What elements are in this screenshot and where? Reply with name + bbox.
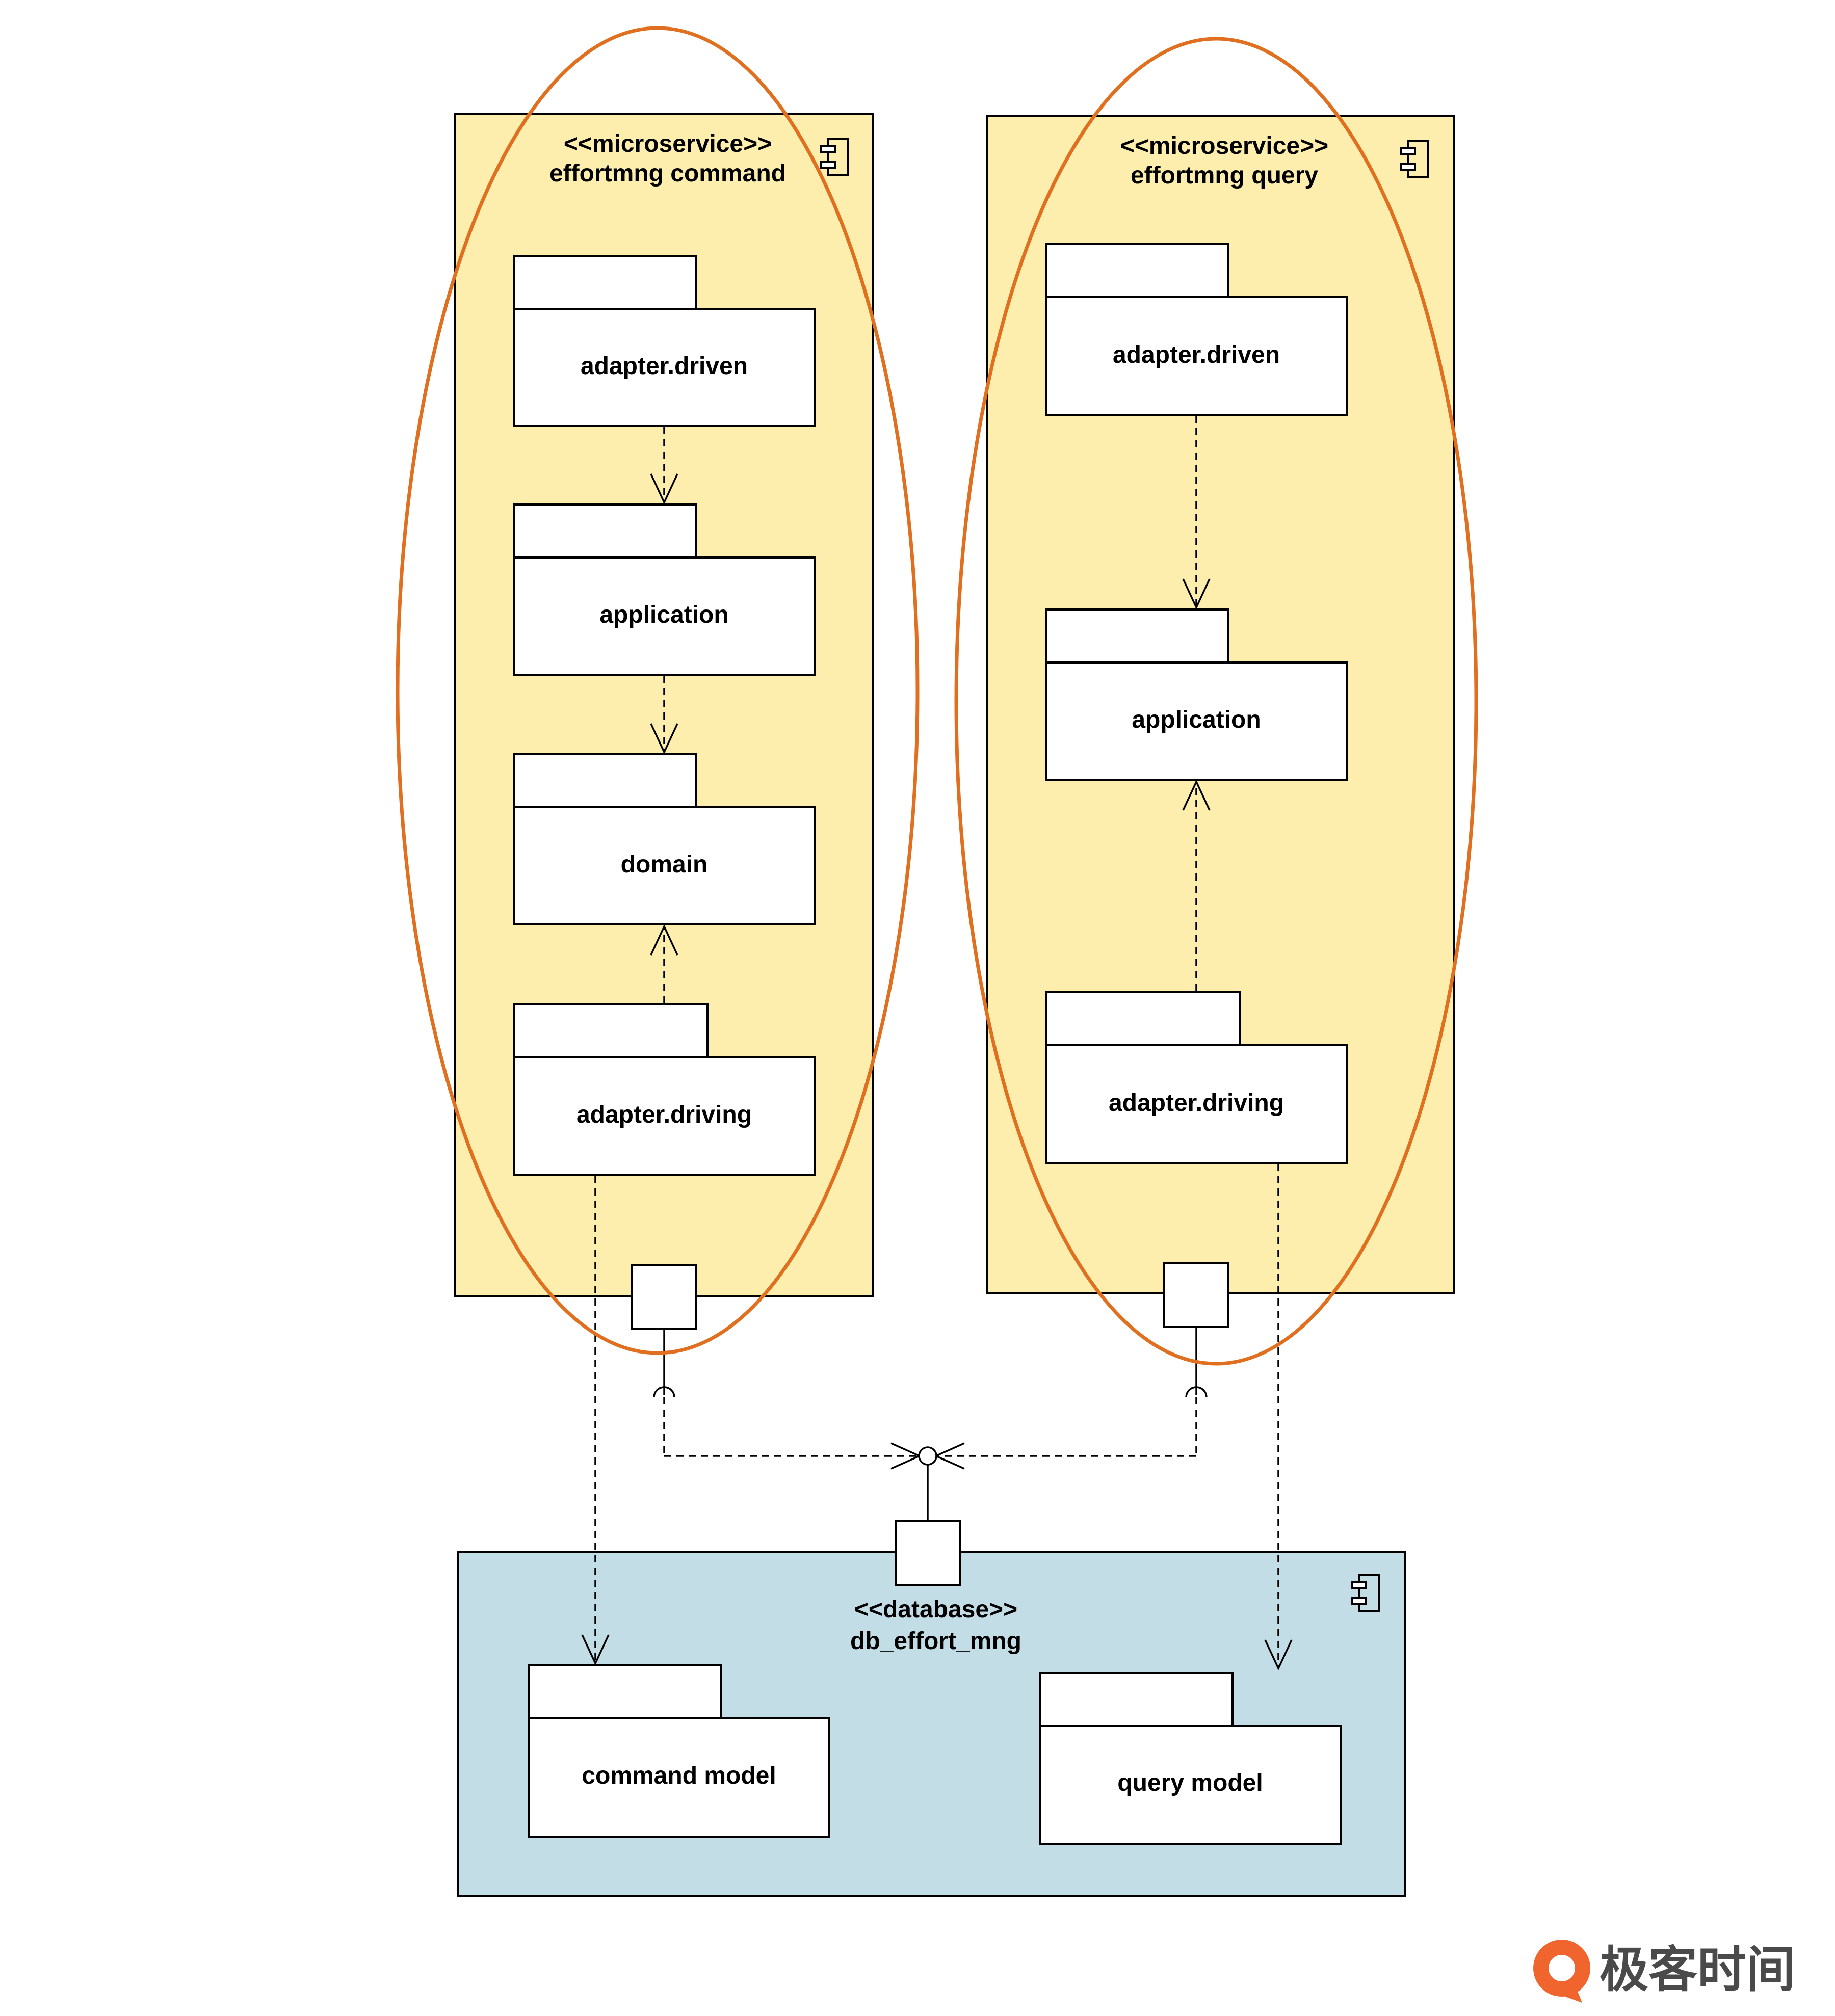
package-label: domain [621,851,708,878]
command-port [631,1264,697,1330]
interface-connector [653,1327,1208,1521]
dependency-driving-to-domain [650,924,678,1003]
query-port [1163,1262,1229,1328]
command-highlight-oval [396,26,920,1355]
package-command-model: command model [528,1664,830,1838]
watermark-text: 极客时间 [1600,1943,1795,1997]
database-component: <<database>> db_effort_mng command model… [457,1520,1406,1897]
geektime-logo-icon [1533,1940,1590,2003]
database-name: db_effort_mng [850,1628,1021,1655]
provided-interface-ball [918,1446,937,1466]
query-microservice: <<microservice>> effortmng query adapter… [986,115,1455,1328]
database-stereotype: <<database>> [854,1596,1017,1623]
package-label: query model [1117,1769,1263,1796]
package-label: command model [582,1762,776,1789]
package-adapter-driven: adapter.driven [513,255,816,427]
query-name: effortmng query [1131,162,1318,189]
package-application: application [1045,608,1348,781]
command-name: effortmng command [549,160,786,187]
command-microservice: <<microservice>> effortmng command adapt… [454,113,874,1330]
query-stereotype: <<microservice>> [1120,132,1328,160]
dependency-driven-to-application [1182,416,1211,610]
package-label: application [1132,706,1261,733]
package-adapter-driving: adapter.driving [513,1003,816,1176]
package-label: adapter.driven [1113,341,1280,368]
package-label: adapter.driven [581,353,748,380]
dependency-query-to-query-model [1264,1164,1293,1671]
watermark: 极客时间 [1533,1940,1795,2003]
dependency-application-to-domain [650,676,678,755]
package-domain: domain [513,753,816,925]
package-label: adapter.driving [1109,1090,1284,1117]
query-highlight-oval [954,37,1478,1366]
dependency-driven-to-application [650,427,678,505]
package-label: adapter.driving [576,1101,752,1128]
package-query-model: query model [1039,1672,1342,1845]
dependency-driving-to-application [1182,779,1211,991]
package-label: application [599,601,728,628]
database-port [895,1520,961,1586]
package-adapter-driving: adapter.driving [1045,991,1348,1164]
package-application: application [513,503,816,676]
dependency-command-to-command-model [581,1176,610,1666]
command-stereotype: <<microservice>> [564,130,772,157]
package-adapter-driven: adapter.driven [1045,243,1348,416]
